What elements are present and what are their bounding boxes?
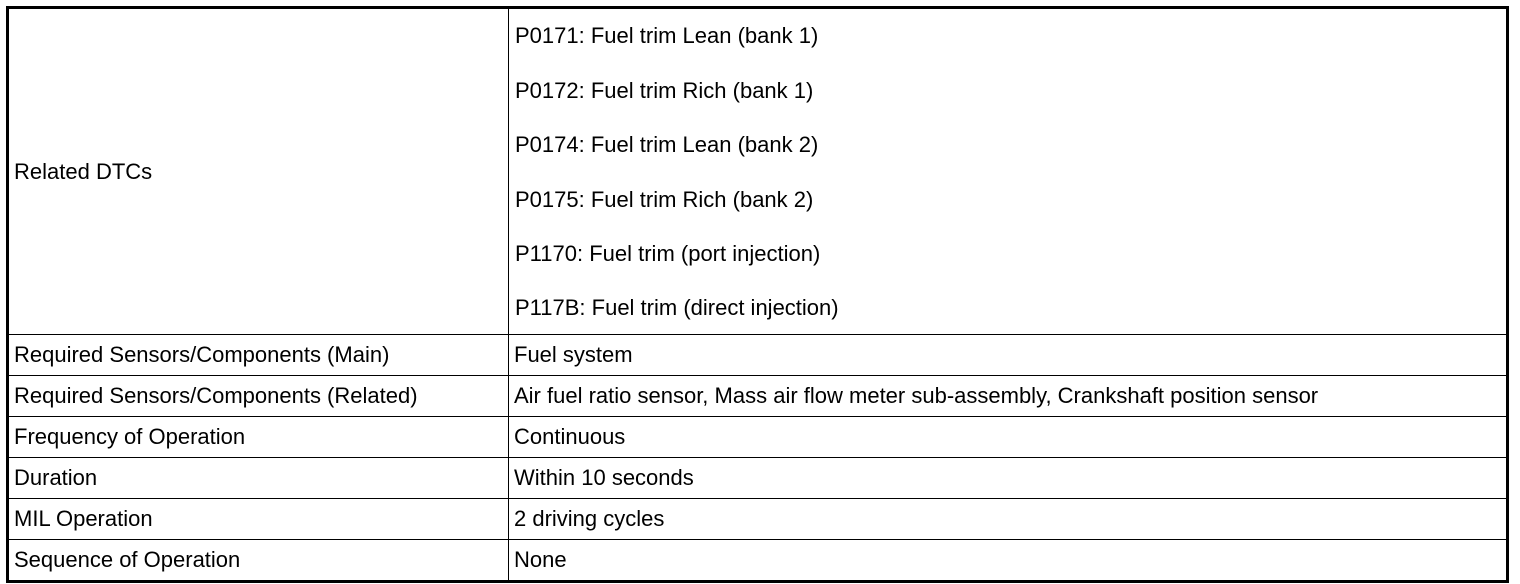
row-value: None <box>508 538 1508 582</box>
row-value: 2 driving cycles <box>508 497 1508 540</box>
row-label: Frequency of Operation <box>7 415 509 458</box>
row-label: Sequence of Operation <box>7 538 509 582</box>
table-row-mil-operation: MIL Operation 2 driving cycles <box>7 497 1508 540</box>
row-value: Air fuel ratio sensor, Mass air flow met… <box>508 374 1508 417</box>
table-row-sequence: Sequence of Operation None <box>7 538 1508 582</box>
dtc-item: P0175: Fuel trim Rich (bank 2) <box>515 186 814 212</box>
row-label: MIL Operation <box>7 497 509 540</box>
dtc-list: P0171: Fuel trim Lean (bank 1) P0172: Fu… <box>508 7 1508 335</box>
row-label: Duration <box>7 456 509 499</box>
row-label: Required Sensors/Components (Main) <box>7 333 509 376</box>
dtc-item: P1170: Fuel trim (port injection) <box>515 241 821 267</box>
dtc-item: P0171: Fuel trim Lean (bank 1) <box>515 23 819 48</box>
row-value: Fuel system <box>508 333 1508 376</box>
table-row-frequency: Frequency of Operation Continuous <box>7 415 1508 458</box>
row-label: Related DTCs <box>7 7 509 335</box>
row-value: Continuous <box>508 415 1508 458</box>
table-row-related-dtcs: Related DTCs P0171: Fuel trim Lean (bank… <box>7 7 1508 335</box>
dtc-item: P117B: Fuel trim (direct injection) <box>515 294 839 320</box>
row-value: Within 10 seconds <box>508 456 1508 499</box>
table-row-sensors-related: Required Sensors/Components (Related) Ai… <box>7 374 1508 417</box>
dtc-item: P0172: Fuel trim Rich (bank 1) <box>515 77 814 103</box>
dtc-item: P0174: Fuel trim Lean (bank 2) <box>515 132 819 158</box>
dtc-spec-table: Related DTCs P0171: Fuel trim Lean (bank… <box>6 6 1509 583</box>
table-row-duration: Duration Within 10 seconds <box>7 456 1508 499</box>
table-row-sensors-main: Required Sensors/Components (Main) Fuel … <box>7 333 1508 376</box>
row-label: Required Sensors/Components (Related) <box>7 374 509 417</box>
